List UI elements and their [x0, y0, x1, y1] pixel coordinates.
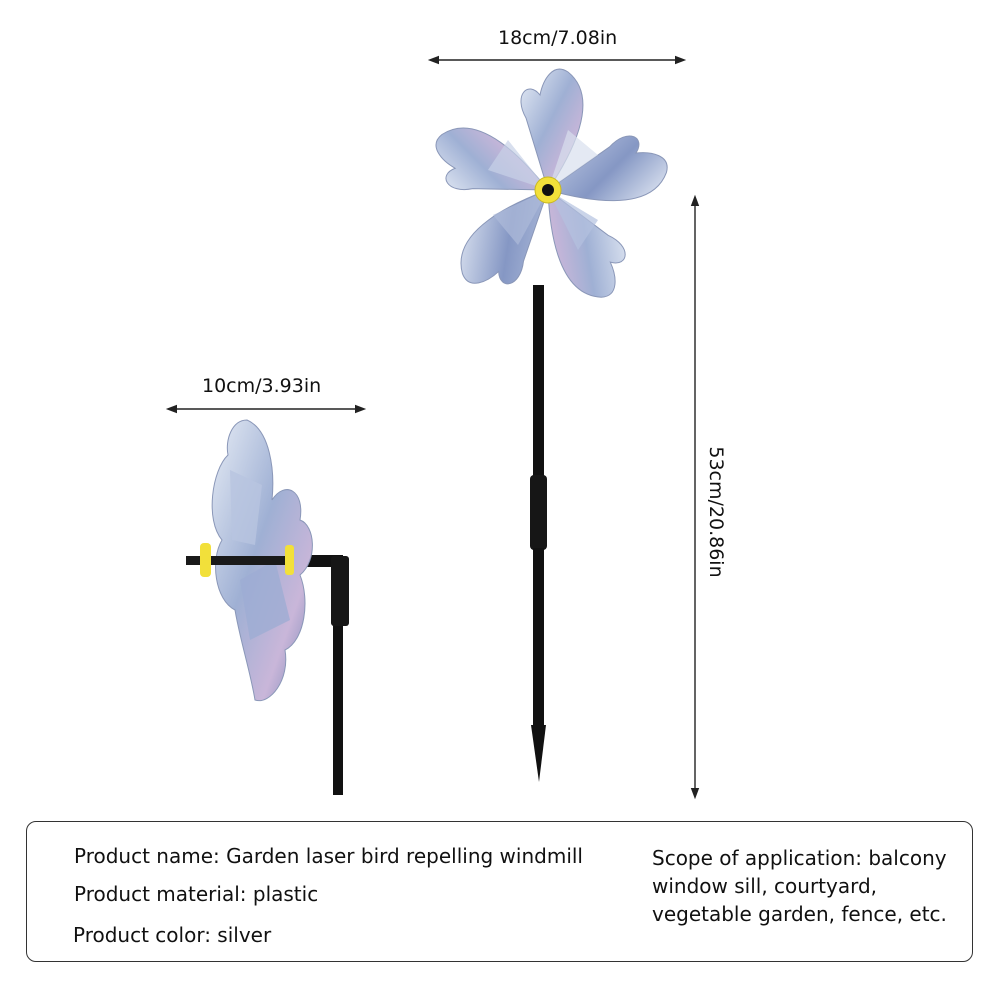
- front-stake-joint: [530, 475, 547, 550]
- scope-line: window sill, courtyard,: [652, 874, 878, 898]
- front-stake-spike: [531, 725, 546, 782]
- height-label: 53cm/20.86in: [705, 446, 727, 578]
- inner-blades: [488, 130, 598, 250]
- top-width-label: 18cm/7.08in: [498, 27, 618, 49]
- front-stake: [533, 285, 544, 480]
- product-name-text: Product name: Garden laser bird repellin…: [74, 844, 583, 868]
- side-windmill: [186, 419, 349, 795]
- front-pinwheel: [435, 68, 668, 298]
- front-windmill: [435, 68, 668, 782]
- scope-of-application: Scope of application: balcony window sil…: [652, 844, 967, 928]
- side-axle: [186, 556, 292, 565]
- product-info-box: Product name: Garden laser bird repellin…: [26, 821, 973, 962]
- side-axle-cap-front: [200, 543, 211, 577]
- blade-2: [546, 135, 668, 202]
- product-color-text: Product color: silver: [73, 923, 272, 947]
- product-figure: [165, 55, 700, 800]
- scope-line: Scope of application: balcony: [652, 846, 947, 870]
- hub-center: [542, 184, 554, 196]
- side-axle-cap-back: [285, 545, 294, 575]
- product-material-text: Product material: plastic: [74, 882, 319, 906]
- scope-line: vegetable garden, fence, etc.: [652, 902, 947, 926]
- side-width-label: 10cm/3.93in: [202, 375, 322, 397]
- side-stake-bracket: [331, 556, 349, 626]
- front-stake-lower: [533, 548, 544, 728]
